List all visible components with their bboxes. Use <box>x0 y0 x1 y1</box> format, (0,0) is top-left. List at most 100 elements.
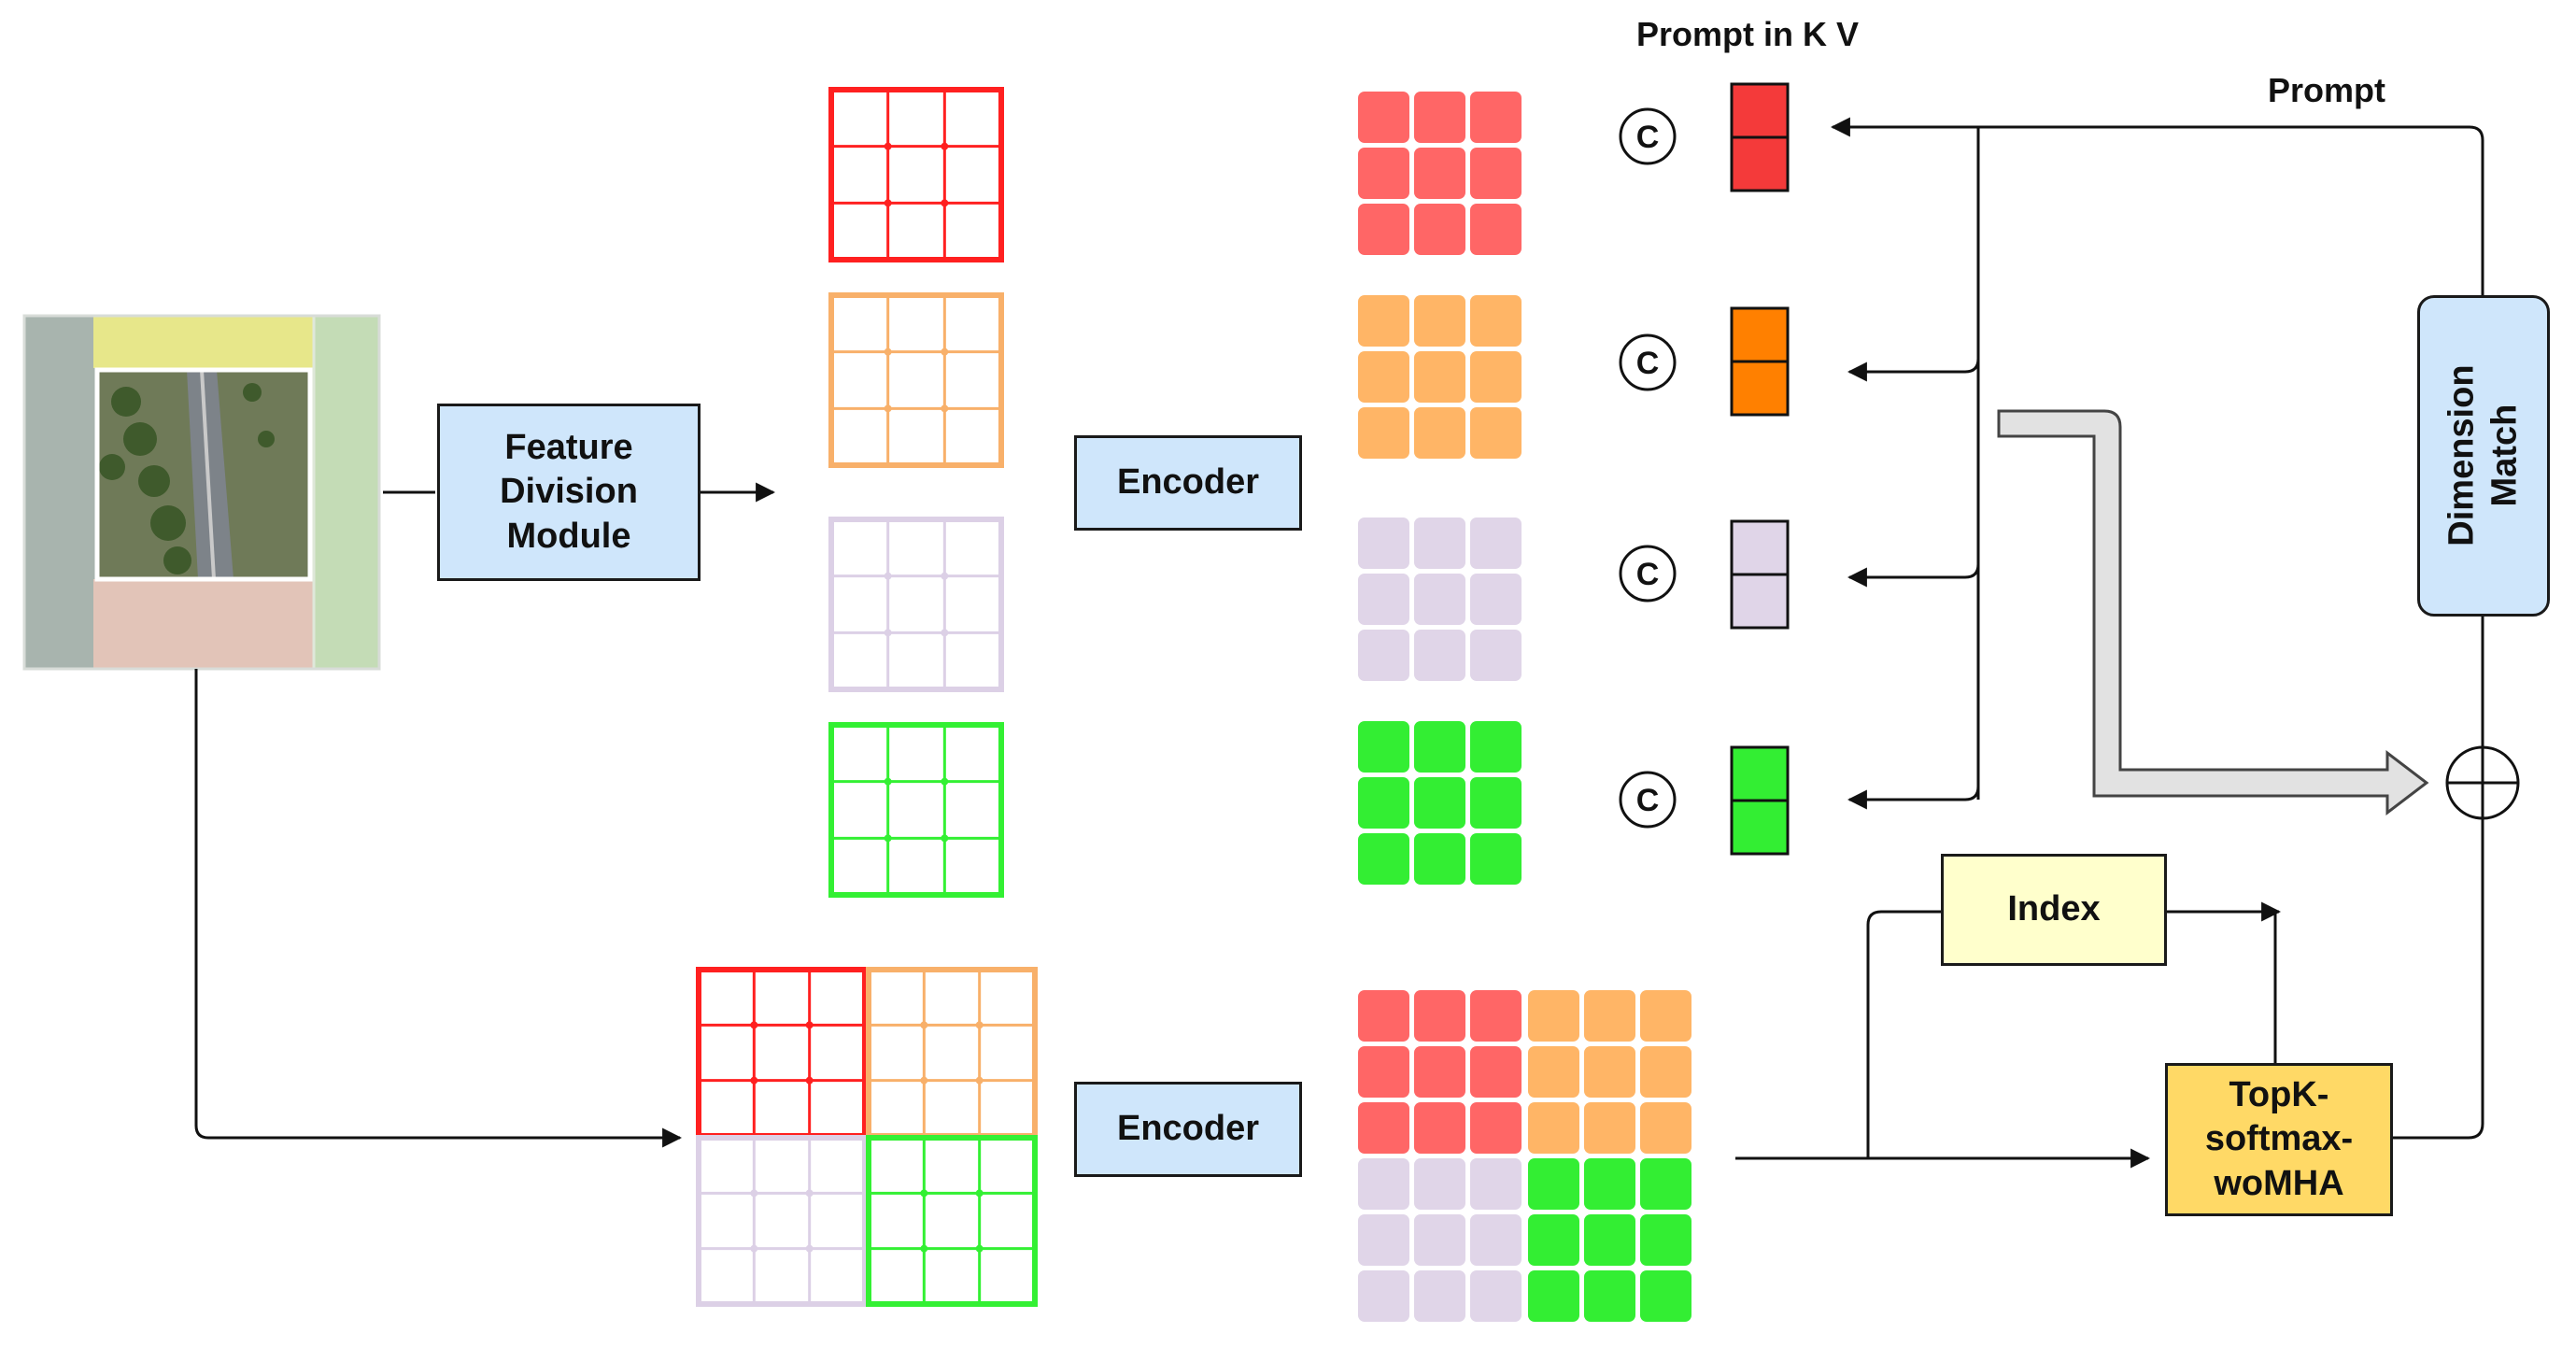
merged-grid-orange <box>866 967 1038 1139</box>
token-cell <box>1414 630 1465 681</box>
token-cell <box>1358 777 1409 829</box>
token-cell <box>1640 1270 1691 1322</box>
grid-border <box>828 292 1004 468</box>
grid-node <box>920 1021 928 1029</box>
token-cell <box>1470 1214 1522 1266</box>
topk-softmax-womha-box: TopK- softmax- woMHA <box>2165 1063 2393 1216</box>
grid-node <box>941 199 949 207</box>
prompt-label: Prompt <box>2268 71 2385 109</box>
token-cell <box>1358 990 1409 1042</box>
token-cell <box>1414 92 1465 143</box>
token-cell <box>1358 630 1409 681</box>
token-cell <box>1470 1158 1522 1210</box>
token-cell <box>1414 1046 1465 1098</box>
token-cell <box>1584 990 1635 1042</box>
token-cell <box>1414 574 1465 625</box>
token-cell <box>1358 148 1409 199</box>
grid-node <box>805 1189 814 1198</box>
token-cell <box>1470 518 1522 569</box>
token-cell <box>1470 1270 1522 1322</box>
grid-node <box>941 777 949 786</box>
grid-node <box>941 142 949 150</box>
grid-node <box>975 1021 984 1029</box>
dimension-match-label: Dimension Match <box>2442 364 2524 547</box>
svg-text:C: C <box>1636 346 1660 381</box>
token-cell <box>1358 1158 1409 1210</box>
grid-border <box>828 722 1004 898</box>
grid-node <box>805 1021 814 1029</box>
patch-grid-lavender <box>828 517 1004 692</box>
token-cell <box>1640 1158 1691 1210</box>
token-cell <box>1528 990 1579 1042</box>
grid-node <box>884 404 892 413</box>
merged-token-green <box>1528 1158 1691 1322</box>
grid-border <box>828 517 1004 692</box>
prompt-kv-red <box>1730 82 1790 192</box>
grid-node <box>975 1244 984 1253</box>
token-cell <box>1584 1214 1635 1266</box>
token-cell <box>1358 1214 1409 1266</box>
token-cell <box>1470 574 1522 625</box>
grid-node <box>884 199 892 207</box>
grid-node <box>884 142 892 150</box>
merged-token-red <box>1358 990 1522 1154</box>
merged-grid-green <box>866 1135 1038 1307</box>
token-cell <box>1528 1214 1579 1266</box>
grid-node <box>750 1244 758 1253</box>
concat-icon: C <box>1619 333 1677 391</box>
grid-node <box>975 1189 984 1198</box>
grid-node <box>805 1076 814 1085</box>
patch-grid-green <box>828 722 1004 898</box>
grid-node <box>941 404 949 413</box>
token-cell <box>1640 1102 1691 1154</box>
token-block-green <box>1358 721 1522 885</box>
token-cell <box>1528 1158 1579 1210</box>
token-cell <box>1470 204 1522 255</box>
grid-node <box>750 1021 758 1029</box>
token-cell <box>1414 148 1465 199</box>
grid-node <box>941 572 949 580</box>
grid-node <box>920 1076 928 1085</box>
prompt-in-kv-label: Prompt in K V <box>1636 15 1860 53</box>
token-cell <box>1358 407 1409 459</box>
grid-border <box>828 87 1004 262</box>
token-cell <box>1358 1046 1409 1098</box>
grid-node <box>941 629 949 637</box>
grid-node <box>941 834 949 843</box>
token-cell <box>1470 630 1522 681</box>
token-cell <box>1584 1158 1635 1210</box>
grid-border <box>866 1135 1038 1307</box>
token-cell <box>1358 92 1409 143</box>
patch-grid-orange <box>828 292 1004 468</box>
merged-grid-lavender <box>696 1135 868 1307</box>
merged-token-orange <box>1528 990 1691 1154</box>
concat-icon: C <box>1619 771 1677 829</box>
token-cell <box>1470 721 1522 773</box>
token-cell <box>1470 1046 1522 1098</box>
grid-border <box>696 1135 868 1307</box>
token-cell <box>1470 92 1522 143</box>
input-aerial-image <box>22 314 381 671</box>
token-cell <box>1640 1214 1691 1266</box>
token-cell <box>1414 833 1465 885</box>
grid-node <box>884 347 892 356</box>
token-cell <box>1414 1214 1465 1266</box>
token-cell <box>1584 1102 1635 1154</box>
grid-node <box>975 1076 984 1085</box>
grid-node <box>750 1076 758 1085</box>
encoder-bottom: Encoder <box>1074 1082 1302 1177</box>
grid-node <box>884 629 892 637</box>
prompt-kv-green <box>1730 745 1790 856</box>
token-cell <box>1414 407 1465 459</box>
token-block-orange <box>1358 295 1522 459</box>
grid-node <box>884 572 892 580</box>
concat-icon: C <box>1619 545 1677 603</box>
token-cell <box>1414 204 1465 255</box>
token-cell <box>1414 721 1465 773</box>
token-cell <box>1470 295 1522 347</box>
token-cell <box>1470 148 1522 199</box>
grid-border <box>866 967 1038 1139</box>
grid-border <box>696 967 868 1139</box>
token-cell <box>1358 721 1409 773</box>
